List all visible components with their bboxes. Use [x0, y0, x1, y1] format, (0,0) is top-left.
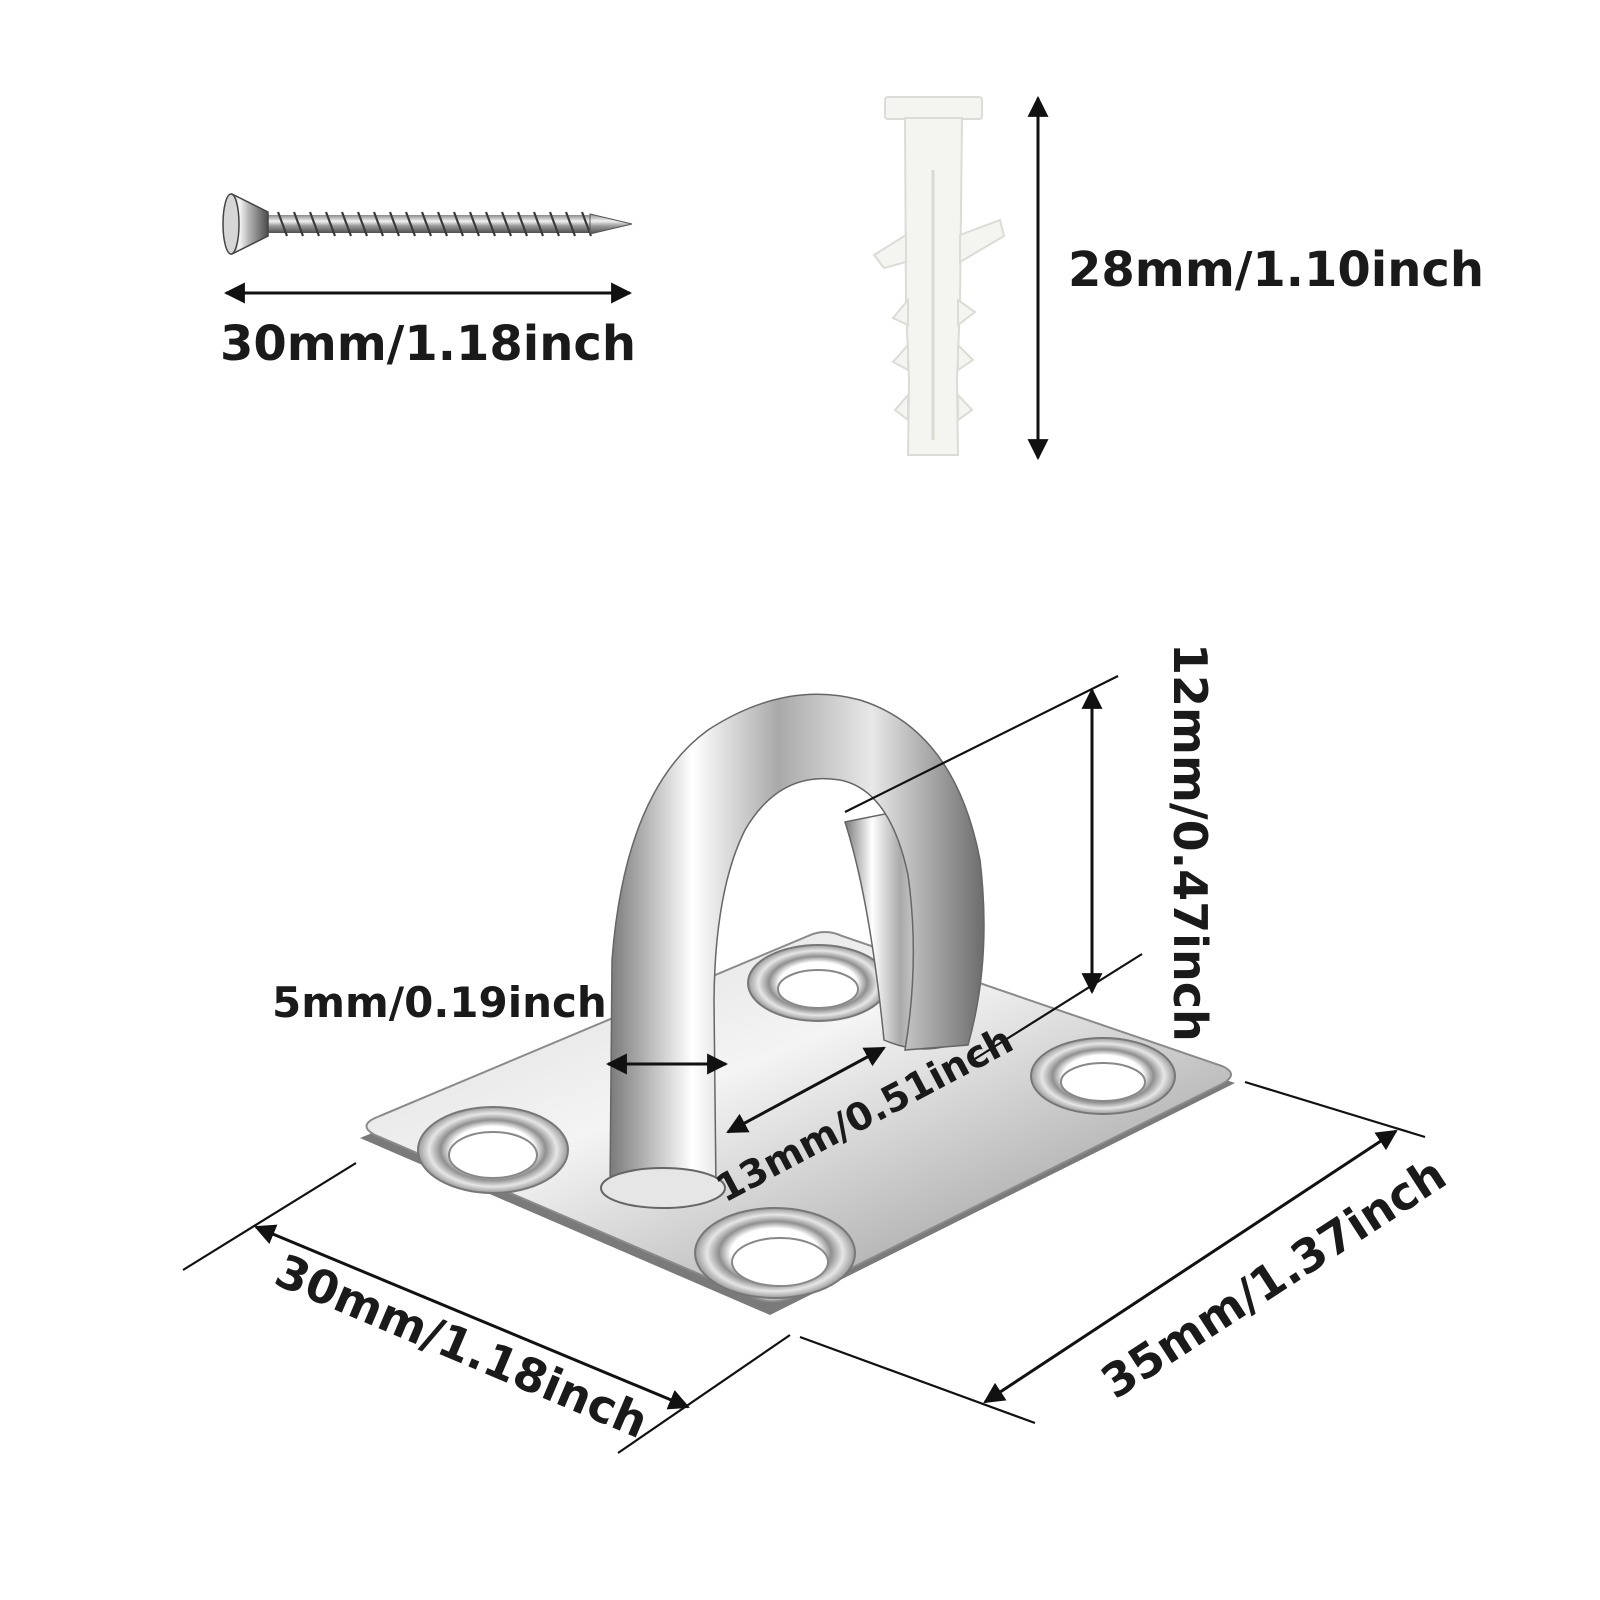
screw-thread [452, 211, 465, 237]
loop-height-ext-top [844, 675, 1119, 813]
screw-thread [324, 211, 337, 237]
plastic-wall-anchor-icon [872, 96, 1006, 456]
screw-thread [276, 211, 289, 237]
mounting-hole-icon [1030, 1037, 1176, 1115]
screw-thread [468, 211, 481, 237]
plate-width-ext-left [182, 1162, 357, 1271]
plate-width-label: 30mm/1.18inch [268, 1243, 656, 1448]
plate-length-ext-bottom [799, 1335, 1036, 1425]
loop-height-ext-bottom [969, 953, 1143, 1063]
screw-thread [500, 211, 513, 237]
screw-thread [532, 211, 545, 237]
screw-thread [564, 211, 577, 237]
screw-thread [404, 211, 417, 237]
countersunk-screw-icon [222, 192, 633, 256]
screw-thread [548, 211, 561, 237]
plate-length-arrow [983, 1129, 1398, 1404]
screw-thread [372, 211, 385, 237]
screw-thread [436, 211, 449, 237]
screw-thread [356, 211, 369, 237]
screw-thread [420, 211, 433, 237]
loop-height-label: 12mm/0.47inch [1163, 643, 1217, 1042]
plate-length-ext-top [1244, 1080, 1426, 1139]
loop-inner-width-arrow [726, 1046, 886, 1134]
screw-thread [388, 211, 401, 237]
screw-thread [340, 211, 353, 237]
screw-length-label: 30mm/1.18inch [220, 316, 636, 372]
screw-thread [484, 211, 497, 237]
mounting-hole-icon [694, 1207, 856, 1299]
screw-thread [308, 211, 321, 237]
mounting-hole-icon [747, 944, 889, 1022]
plate-width-ext-right [617, 1334, 791, 1454]
rod-diameter-label: 5mm/0.19inch [272, 978, 607, 1027]
plate-length-label: 35mm/1.37inch [1092, 1147, 1456, 1409]
anchor-length-label: 28mm/1.10inch [1068, 242, 1484, 298]
plate-width-arrow [254, 1224, 690, 1410]
screw-thread [516, 211, 529, 237]
screw-thread [292, 211, 305, 237]
screw-threads [276, 211, 593, 237]
mounting-hole-icon [417, 1106, 569, 1194]
